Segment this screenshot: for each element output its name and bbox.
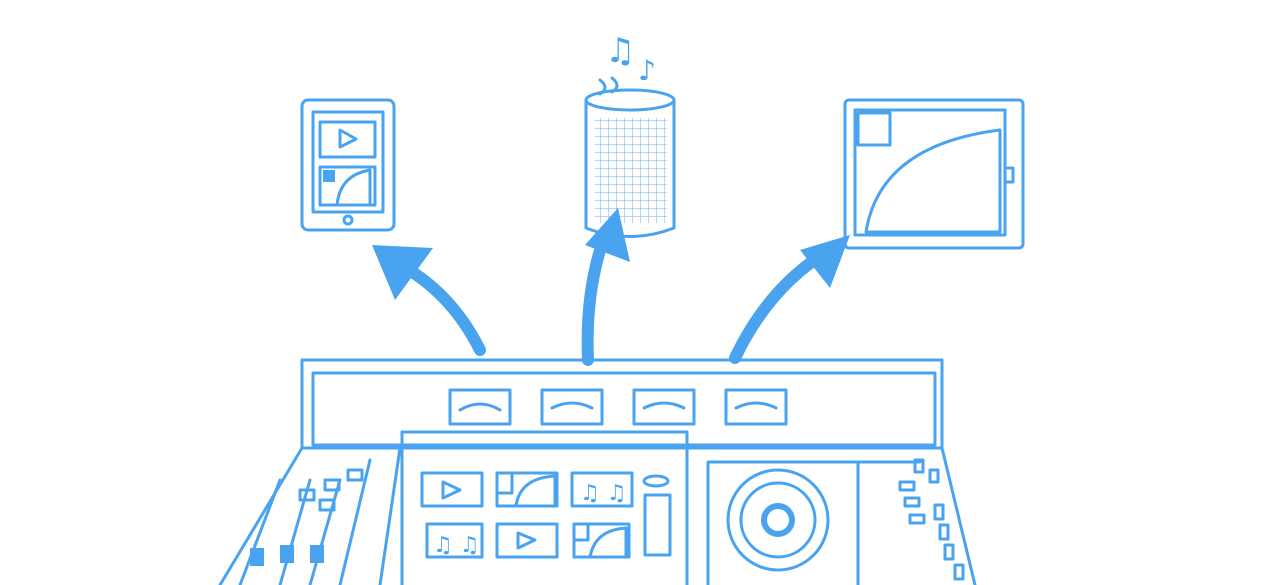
vu-meter-3 <box>632 388 696 426</box>
arrow-to-monitor <box>729 235 850 364</box>
console-meter-bridge <box>300 358 944 450</box>
svg-text:♫ ♫: ♫ ♫ <box>433 533 479 558</box>
vu-meter-1 <box>448 388 512 426</box>
tile-play-icon <box>495 522 559 559</box>
scrollbar <box>643 493 672 557</box>
music-note-icon: ♫ <box>605 31 635 71</box>
tile-music-icon <box>570 471 634 508</box>
monitor-icon <box>843 98 1025 250</box>
arrow-to-tablet <box>372 245 486 356</box>
vu-meter-4 <box>724 388 788 426</box>
vu-meter-2 <box>540 388 604 426</box>
jog-wheel-icon <box>726 468 830 572</box>
smart-speaker-icon: ♫ ♪ <box>584 31 676 238</box>
arrow-to-speaker <box>581 208 630 366</box>
tile-music-icon <box>425 522 484 559</box>
fader-panel <box>218 446 402 585</box>
home-button-icon <box>342 214 354 226</box>
scroll-knob-icon <box>642 474 670 488</box>
play-icon <box>338 128 358 149</box>
tile-play-icon <box>420 471 484 508</box>
music-note-icon: ♪ <box>638 54 656 87</box>
jog-panel <box>706 446 977 585</box>
svg-text:♫ ♫: ♫ ♫ <box>580 481 626 506</box>
console-screen: ♫ ♫ ♫ ♫ <box>400 430 689 585</box>
tablet-icon <box>300 98 396 232</box>
